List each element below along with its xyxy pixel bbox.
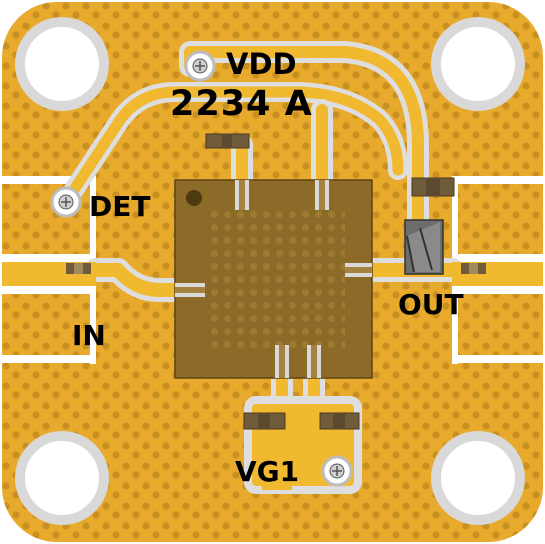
- vg1-label: VG1: [235, 455, 300, 488]
- mounting-hole-bottom-right: [431, 431, 525, 525]
- mounting-hole-bottom-left: [15, 431, 109, 525]
- part-number-label: 2234 A: [170, 84, 313, 124]
- in-label: IN: [72, 319, 106, 352]
- mounting-hole-top-right: [431, 17, 525, 111]
- det-test-point: [50, 186, 82, 218]
- mounting-holes: [15, 17, 525, 525]
- vdd-test-point: [184, 50, 216, 82]
- det-label: DET: [89, 190, 151, 223]
- vdd-label: VDD: [226, 47, 297, 81]
- smd-components: [66, 133, 486, 430]
- pin1-marker: [186, 190, 202, 206]
- mmic-die: [174, 179, 373, 379]
- vg1-test-point: [321, 455, 353, 487]
- mounting-hole-top-left: [15, 17, 109, 111]
- out-label: OUT: [398, 288, 464, 321]
- test-points: [50, 50, 353, 487]
